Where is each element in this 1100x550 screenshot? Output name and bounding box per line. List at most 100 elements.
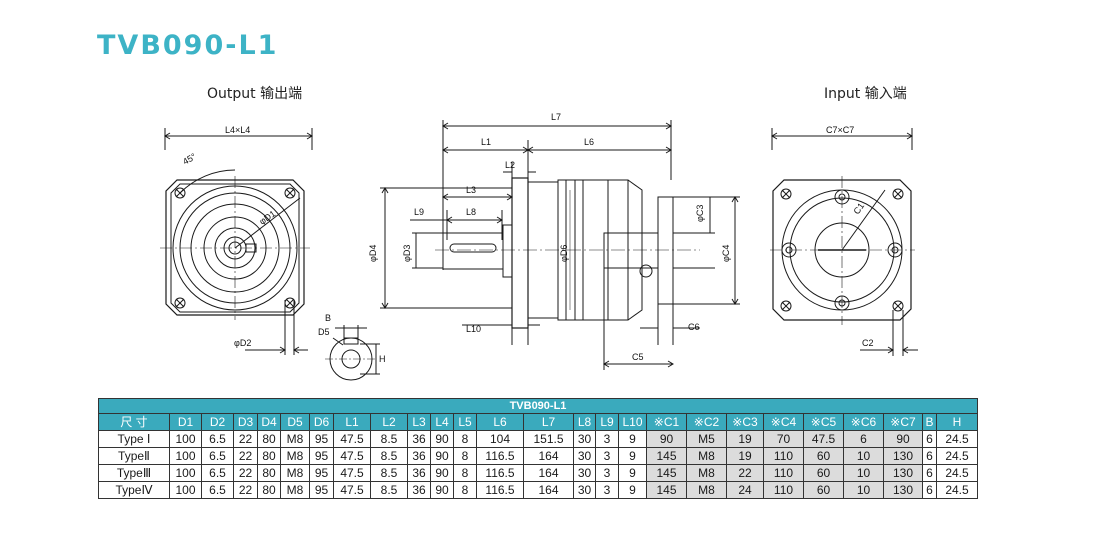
dim-d5: D5	[318, 327, 330, 337]
table-cell: 60	[803, 464, 844, 482]
dim-l4xl4: L4×L4	[225, 125, 250, 135]
table-header-cell: ※C4	[763, 413, 804, 431]
table-header-cell: L3	[407, 413, 431, 431]
table-cell: 47.5	[333, 464, 371, 482]
dim-l7: L7	[551, 112, 561, 122]
table-cell: 95	[309, 447, 334, 465]
dim-h: H	[379, 354, 386, 364]
table-cell: 22	[233, 481, 258, 499]
table-header-cell: D5	[280, 413, 310, 431]
table-cell: 8	[453, 481, 477, 499]
table-cell: 36	[407, 447, 431, 465]
table-cell: 90	[883, 430, 923, 448]
table-header-cell: L10	[618, 413, 647, 431]
table-cell: 9	[618, 430, 647, 448]
dim-b: B	[325, 313, 331, 323]
table-cell: 110	[763, 481, 804, 499]
table-cell: 3	[595, 481, 619, 499]
table-cell: TypeⅢ	[98, 464, 170, 482]
table-cell: 22	[233, 430, 258, 448]
table-cell: 8.5	[370, 430, 408, 448]
table-cell: 47.5	[333, 447, 371, 465]
table-header-cell: D1	[169, 413, 202, 431]
dim-l3: L3	[466, 185, 476, 195]
table-cell: 36	[407, 430, 431, 448]
table-cell: M8	[280, 430, 310, 448]
table-cell: M8	[280, 464, 310, 482]
table-cell: 145	[646, 464, 687, 482]
table-caption: TVB090-L1	[98, 398, 978, 414]
table-cell: 30	[573, 430, 596, 448]
technical-drawing: L4×L4 45° φD1 φD2 B D5 H L7 L1 L6 L2 L3 …	[160, 112, 918, 381]
table-cell: 80	[257, 481, 281, 499]
table-cell: 100	[169, 481, 202, 499]
dim-angle: 45°	[181, 151, 198, 167]
dim-d2: φD2	[234, 338, 251, 348]
table-cell: M8	[280, 447, 310, 465]
table-cell: 10	[843, 464, 884, 482]
table-cell: 60	[803, 447, 844, 465]
table-header-cell: ※C6	[843, 413, 884, 431]
table-cell: 9	[618, 481, 647, 499]
table-header-cell: ※C1	[646, 413, 687, 431]
table-cell: 24	[726, 481, 764, 499]
table-cell: 95	[309, 481, 334, 499]
table-header-cell: H	[936, 413, 978, 431]
table-cell: 90	[430, 464, 454, 482]
table-cell: 22	[233, 464, 258, 482]
table-cell: 90	[430, 430, 454, 448]
table-cell: 8.5	[370, 481, 408, 499]
table-header-cell: ※C3	[726, 413, 764, 431]
dim-l1: L1	[481, 137, 491, 147]
table-cell: 95	[309, 464, 334, 482]
table-cell: 100	[169, 464, 202, 482]
table-cell: 10	[843, 447, 884, 465]
table-header-cell: ※C7	[883, 413, 923, 431]
table-cell: 90	[646, 430, 687, 448]
table-header-cell: L9	[595, 413, 619, 431]
table-cell: 130	[883, 481, 923, 499]
table-cell: 6	[922, 464, 937, 482]
table-cell: 9	[618, 464, 647, 482]
dim-c2: C2	[862, 338, 874, 348]
table-cell: 110	[763, 447, 804, 465]
dim-c6: C6	[688, 322, 700, 332]
table-cell: 151.5	[523, 430, 574, 448]
table-cell: 90	[430, 447, 454, 465]
keyway-detail	[325, 325, 380, 381]
table-cell: 6	[922, 430, 937, 448]
table-cell: 100	[169, 430, 202, 448]
table-cell: 80	[257, 464, 281, 482]
table-cell: 104	[476, 430, 524, 448]
table-cell: 47.5	[803, 430, 844, 448]
table-cell: M8	[686, 481, 727, 499]
table-header-cell: L2	[370, 413, 408, 431]
table-header-cell: L7	[523, 413, 574, 431]
table-cell: 8	[453, 464, 477, 482]
table-cell: TypeⅡ	[98, 447, 170, 465]
input-flange-view	[770, 128, 918, 356]
table-cell: 6.5	[201, 464, 234, 482]
product-title: TVB090-L1	[97, 30, 279, 61]
table-cell: 90	[430, 481, 454, 499]
table-cell: 110	[763, 464, 804, 482]
table-cell: 116.5	[476, 464, 524, 482]
table-cell: 8	[453, 430, 477, 448]
table-header-cell: D4	[257, 413, 281, 431]
table-cell: 47.5	[333, 481, 371, 499]
table-cell: 164	[523, 481, 574, 499]
dim-c5: C5	[632, 352, 644, 362]
table-cell: 6	[922, 447, 937, 465]
dim-l8: L8	[466, 207, 476, 217]
table-cell: 145	[646, 481, 687, 499]
table-header-cell: L4	[430, 413, 454, 431]
table-cell: 3	[595, 447, 619, 465]
table-cell: TypeⅣ	[98, 481, 170, 499]
table-header-cell: L1	[333, 413, 371, 431]
